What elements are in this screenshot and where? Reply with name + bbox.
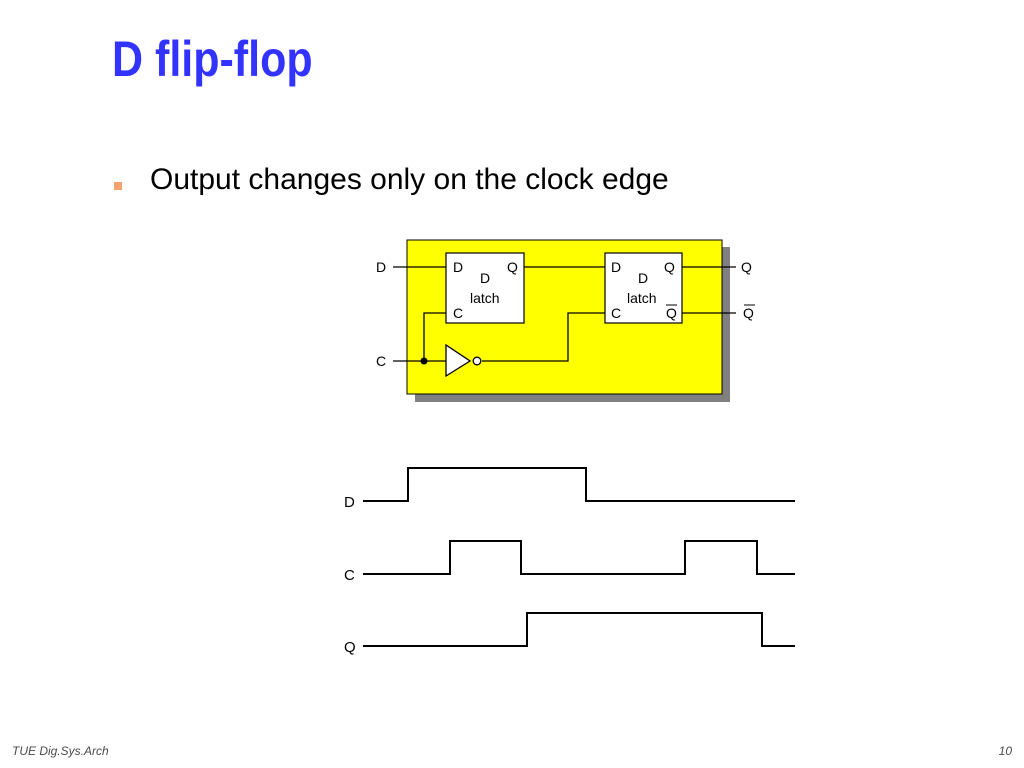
wire-inverter-to-latch2 xyxy=(482,312,605,362)
bullet-text: Output changes only on the clock edge xyxy=(150,163,669,196)
timing-diagram: D C Q xyxy=(344,467,795,656)
latch-1-name-line2: latch xyxy=(470,290,500,306)
latch-2-name-line1: D xyxy=(638,270,648,286)
latch-2-pin-q: Q xyxy=(664,259,675,275)
timing-label-d: D xyxy=(344,494,355,511)
inverter-bubble xyxy=(472,356,482,366)
latch-2-box xyxy=(604,252,683,324)
timing-waveform-q xyxy=(363,612,795,647)
latch-1-pin-d: D xyxy=(453,259,463,275)
timing-waveform-d xyxy=(363,467,795,502)
latch-1-pin-c: C xyxy=(453,305,463,321)
junction-dot xyxy=(420,357,428,365)
slide-title: D flip-flop xyxy=(112,31,313,87)
latch-2-pin-d: D xyxy=(611,259,621,275)
footer-course-name: TUE Dig.Sys.Arch xyxy=(12,744,109,758)
latch-2-pin-c: C xyxy=(611,305,621,321)
latch-1-pin-q: Q xyxy=(507,259,518,275)
footer-page-number: 10 xyxy=(998,744,1012,758)
latch-1-name-line1: D xyxy=(480,270,490,286)
circuit-schematic: D Q D latch C D Q D latch C Q xyxy=(376,239,755,402)
latch-1-box xyxy=(445,252,525,324)
bullet-square-icon xyxy=(114,182,122,190)
wire-c-to-latch1 xyxy=(423,312,446,361)
timing-label-q: Q xyxy=(344,639,356,656)
timing-label-c: C xyxy=(344,567,355,584)
timing-waveform-c xyxy=(363,540,795,575)
input-c-label: C xyxy=(376,353,386,369)
inverter-triangle xyxy=(445,343,472,378)
output-qbar-label: Q xyxy=(743,305,754,321)
output-q-label: Q xyxy=(741,259,752,275)
input-d-label: D xyxy=(376,259,386,275)
latch-2-name-line2: latch xyxy=(627,290,657,306)
circuit-wires xyxy=(393,266,736,362)
latch-2-pin-qbar: Q xyxy=(666,305,677,321)
